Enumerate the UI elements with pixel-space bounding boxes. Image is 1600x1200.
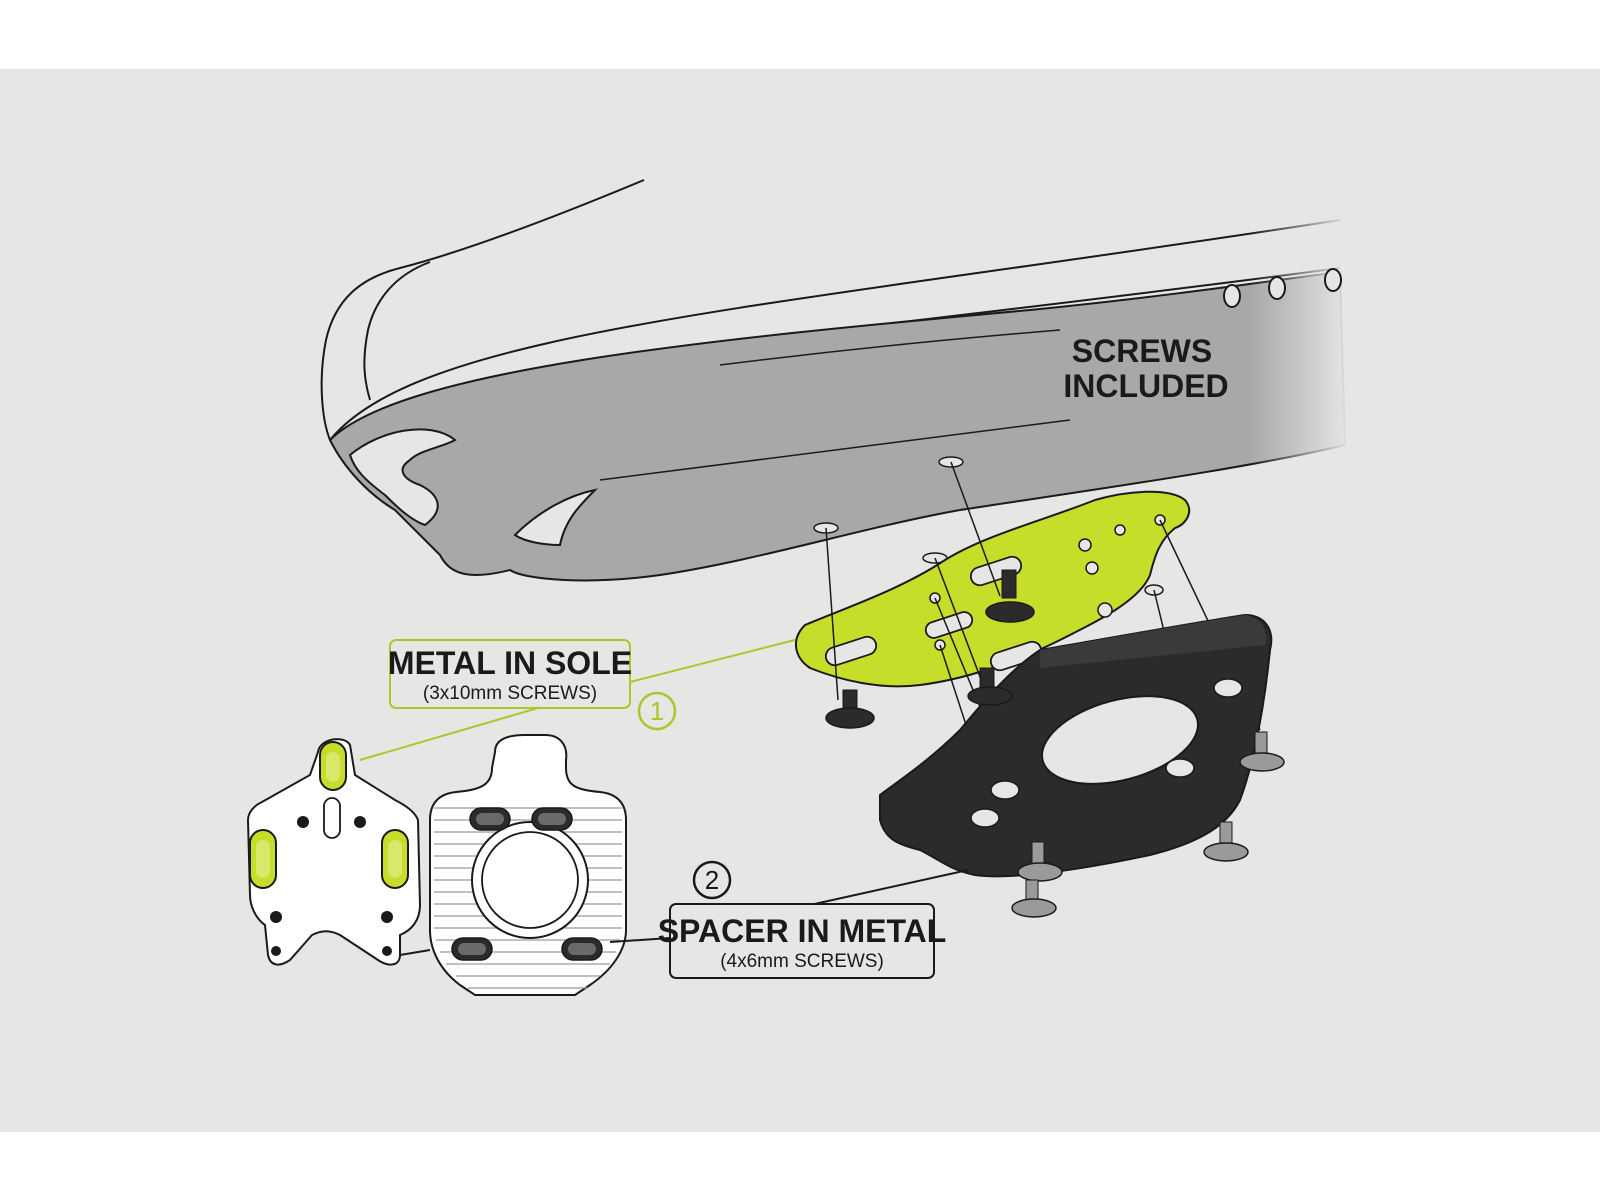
shoe-icon	[320, 170, 1350, 582]
metal-in-sole-box	[389, 639, 631, 709]
screw-icon	[967, 667, 1013, 706]
spacer-in-metal-title: SPACER IN METAL	[658, 913, 947, 949]
spacer-in-metal-box	[669, 903, 935, 979]
screw-icon	[1239, 731, 1285, 772]
spacer-in-metal-callout: SPACER IN METAL (4x6mm SCREWS) 2	[399, 860, 969, 979]
screw-icon	[825, 689, 875, 729]
metal-in-sole-callout: METAL IN SOLE (3x10mm SCREWS) 1	[359, 639, 796, 761]
cleat-back-icon	[429, 734, 627, 996]
shoe-sole	[328, 270, 1347, 582]
screws-included-line1: SCREWS	[1072, 333, 1212, 369]
metal-sole-plate-icon	[795, 490, 1191, 688]
spacer-plate-icon	[879, 613, 1273, 878]
screw-icons	[825, 569, 1285, 918]
screw-icon	[1017, 841, 1063, 882]
metal-in-sole-subtitle: (3x10mm SCREWS)	[423, 683, 597, 704]
screws-included-label: SCREWS INCLUDED	[1063, 333, 1228, 404]
step-1-badge	[637, 691, 677, 731]
cleat-front-icon	[246, 738, 422, 966]
spacer-in-metal-subtitle: (4x6mm SCREWS)	[720, 951, 884, 972]
screw-icon	[1011, 879, 1057, 918]
step-2-badge	[692, 860, 732, 900]
screws-included-line2: INCLUDED	[1063, 368, 1228, 404]
step-2-number: 2	[705, 865, 719, 895]
screw-icon	[985, 569, 1035, 623]
screw-icon	[1203, 821, 1249, 862]
metal-in-sole-title: METAL IN SOLE	[388, 645, 632, 681]
step-1-number: 1	[650, 696, 664, 726]
